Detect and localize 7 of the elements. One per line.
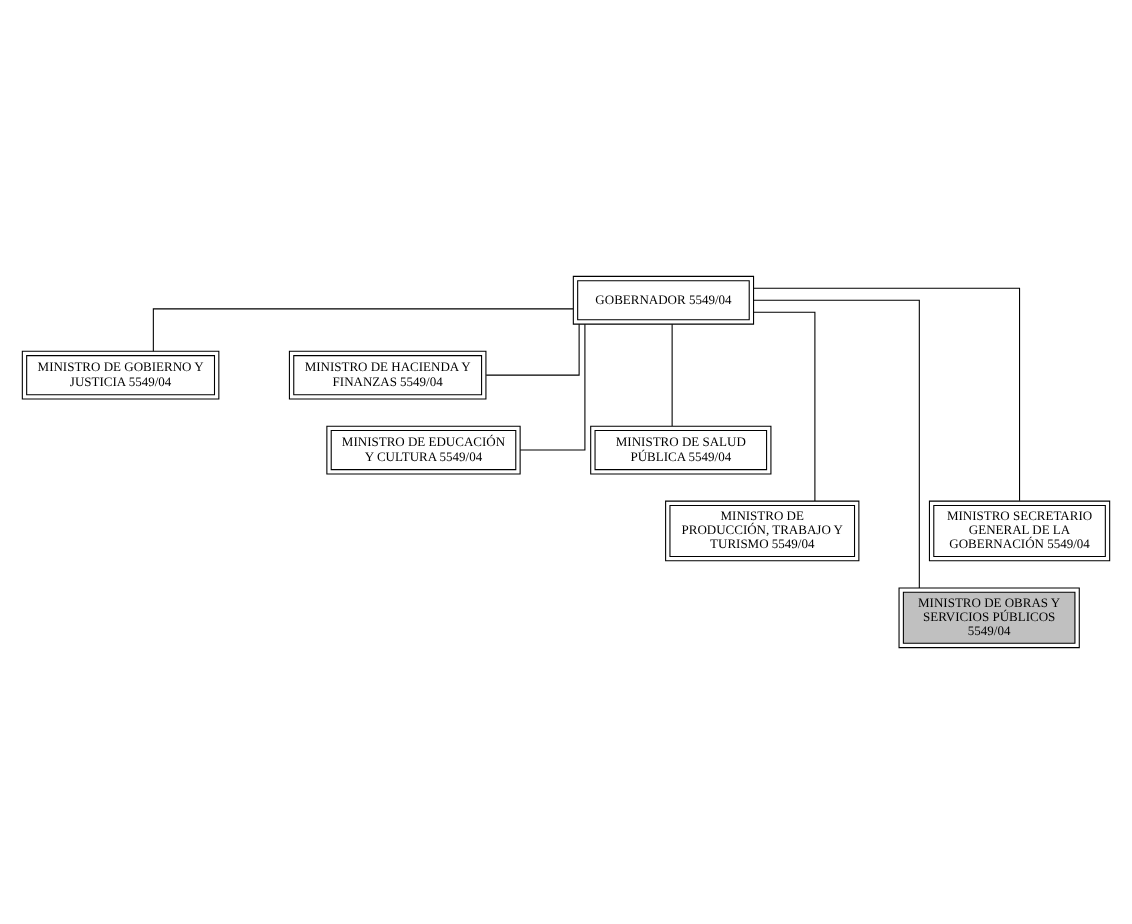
connector <box>152 308 574 352</box>
connector <box>753 311 816 502</box>
connector <box>485 323 580 376</box>
connector <box>753 287 1021 502</box>
connector <box>519 323 586 451</box>
connector <box>671 323 673 427</box>
connector <box>753 299 920 589</box>
